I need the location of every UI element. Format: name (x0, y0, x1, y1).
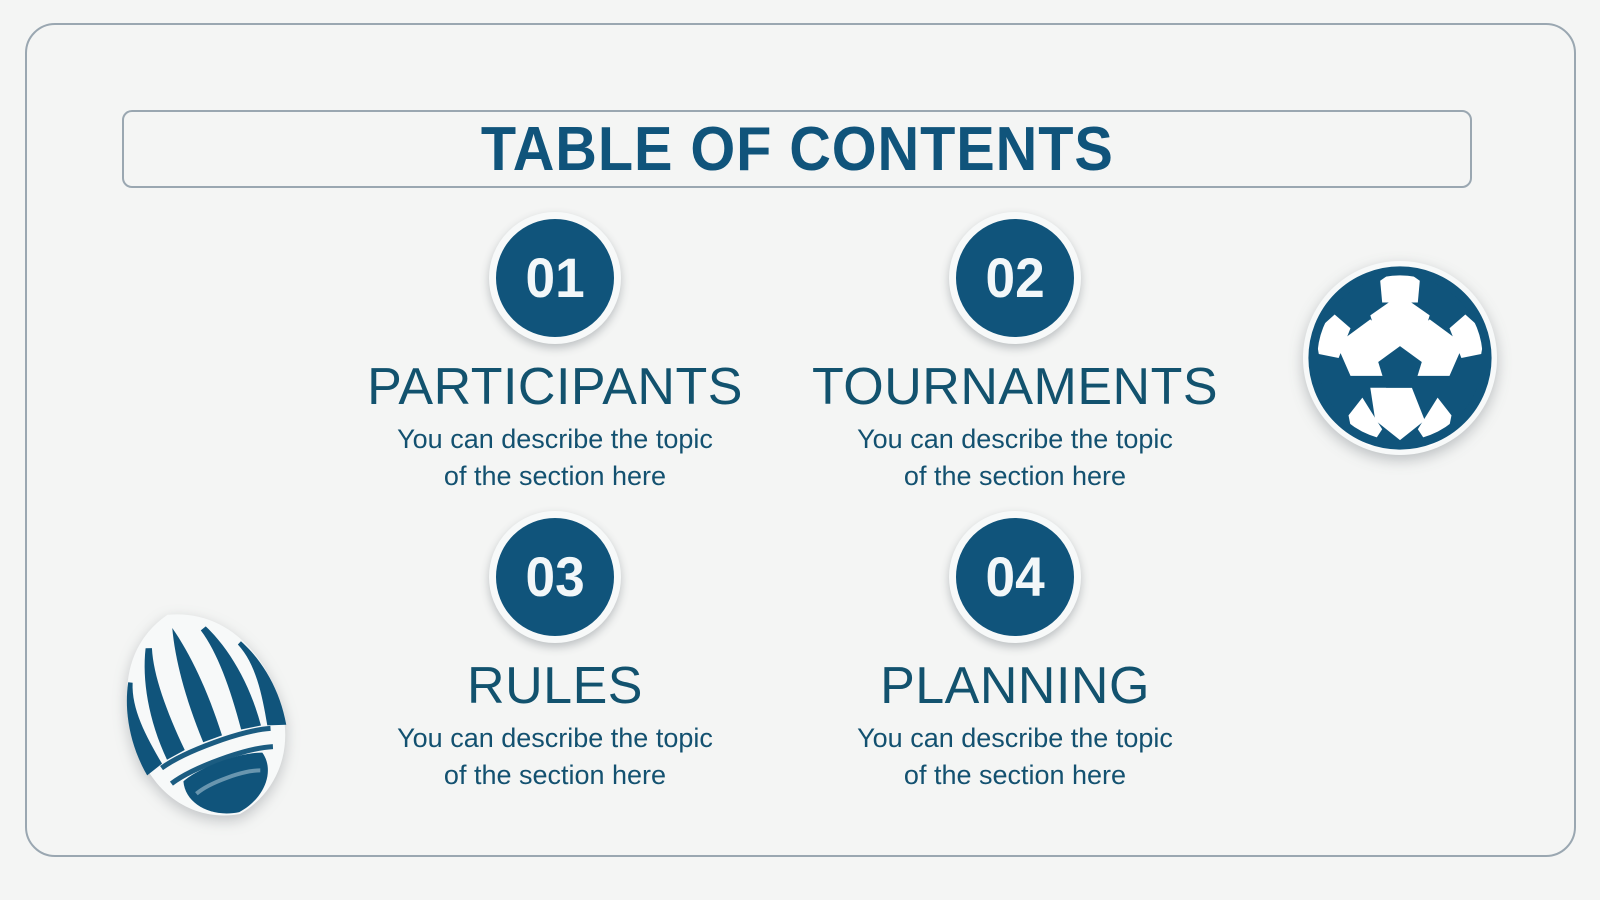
toc-item-title: PLANNING (880, 657, 1150, 715)
number-badge-04: 04 (949, 511, 1081, 643)
toc-item-title: PARTICIPANTS (367, 358, 743, 416)
number-badge-label: 01 (525, 246, 585, 309)
toc-item-description: You can describe the topic of the sectio… (785, 720, 1245, 794)
number-badge-03: 03 (489, 511, 621, 643)
number-badge-label: 03 (525, 545, 585, 608)
toc-item-01[interactable]: 01 PARTICIPANTS You can describe the top… (325, 212, 785, 495)
shuttlecock-icon (126, 614, 287, 816)
toc-item-description-line1: You can describe the topic (857, 423, 1173, 454)
toc-item-title: TOURNAMENTS (811, 358, 1219, 416)
toc-item-description-line2: of the section here (443, 460, 667, 491)
number-badge-label: 02 (985, 246, 1045, 309)
toc-item-02[interactable]: 02 TOURNAMENTS You can describe the topi… (785, 212, 1245, 495)
toc-item-description-line2: of the section here (443, 759, 667, 790)
slide-outer-frame (25, 23, 1576, 857)
toc-item-04[interactable]: 04 PLANNING You can describe the topic o… (785, 511, 1245, 794)
toc-item-description-line2: of the section here (903, 460, 1127, 491)
toc-item-description: You can describe the topic of the sectio… (785, 421, 1245, 495)
soccer-ball-icon (1302, 260, 1498, 456)
number-badge-label: 04 (985, 545, 1045, 608)
toc-item-description-line2: of the section here (903, 759, 1127, 790)
toc-item-title: RULES (467, 657, 643, 715)
number-badge-02: 02 (949, 212, 1081, 344)
toc-item-description: You can describe the topic of the sectio… (325, 421, 785, 495)
toc-item-description-line1: You can describe the topic (397, 423, 713, 454)
toc-item-description-line1: You can describe the topic (857, 722, 1173, 753)
toc-item-03[interactable]: 03 RULES You can describe the topic of t… (325, 511, 785, 794)
title-box: TABLE OF CONTENTS (122, 110, 1472, 188)
toc-item-description: You can describe the topic of the sectio… (325, 720, 785, 794)
toc-item-description-line1: You can describe the topic (397, 722, 713, 753)
page-title: TABLE OF CONTENTS (480, 114, 1114, 184)
number-badge-01: 01 (489, 212, 621, 344)
